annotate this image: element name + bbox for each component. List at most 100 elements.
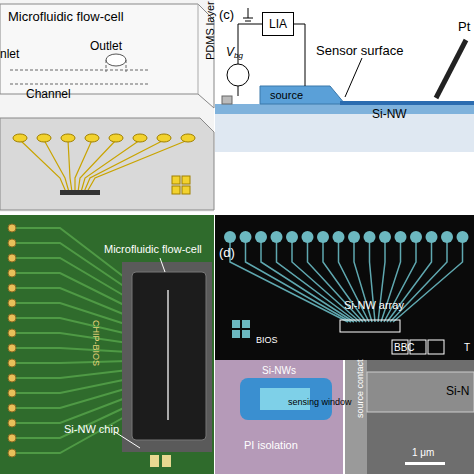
- alignment-mark: [232, 320, 240, 328]
- solder-pad: [8, 239, 16, 247]
- ground-symbol: [243, 8, 253, 21]
- contact-pad: [13, 134, 27, 142]
- part-label: Channel: [26, 88, 71, 100]
- nanowire-array: [60, 190, 100, 195]
- pcb-trace: [12, 348, 128, 352]
- logo-text: T: [464, 343, 470, 353]
- alignment-mark: [242, 320, 250, 328]
- electrode-trace: [81, 140, 140, 192]
- si-nw-layer: [340, 101, 474, 105]
- source-block: [260, 86, 345, 104]
- layout-pad: [255, 231, 267, 243]
- layout-pad: [240, 231, 252, 243]
- pcb-trace: [12, 379, 128, 393]
- contact-pad: [85, 134, 99, 142]
- solder-pad: [8, 269, 16, 277]
- contact-pad: [157, 134, 171, 142]
- part-label: Microfluidic flow-cell: [104, 244, 202, 255]
- part-label: Sensor surface: [316, 44, 403, 57]
- flow-cell-photo: [132, 272, 206, 440]
- instrument-label: LIA: [269, 17, 287, 31]
- pdms-block: [0, 4, 214, 108]
- chip-base: [0, 118, 214, 210]
- electrode-trace: [87, 140, 188, 192]
- part-label: source contact: [356, 359, 365, 418]
- sem-contact: [345, 360, 367, 474]
- part-label: Si-NW: [372, 108, 407, 120]
- solder-pad: [8, 314, 16, 322]
- panel-c-bg: [215, 0, 474, 212]
- part-label: nlet: [0, 48, 19, 60]
- alignment-mark: [172, 176, 180, 184]
- solder-pad: [8, 389, 16, 397]
- leader-line: [160, 258, 165, 272]
- layout-pad: [441, 231, 453, 243]
- panel-label: (d): [219, 246, 235, 259]
- scale-label: 1 μm: [412, 448, 434, 458]
- solder-pad: [8, 449, 16, 457]
- solder-pad: [8, 254, 16, 262]
- electrode-trace: [44, 140, 69, 192]
- part-label: Si-N: [446, 385, 469, 397]
- alignment-mark: [172, 186, 180, 194]
- pdms-edge: [198, 4, 199, 94]
- layout-pad: [286, 231, 298, 243]
- pcb-print: CHIP-BIOS: [91, 320, 100, 366]
- optical-inset: [215, 360, 343, 474]
- part-label: Si-NW array: [344, 300, 404, 311]
- layout-pad: [302, 231, 314, 243]
- backgate-contact: [222, 96, 232, 104]
- outlet-hole: [106, 54, 126, 66]
- signal-name: V: [226, 46, 234, 58]
- solder-pad: [8, 329, 16, 337]
- part-label: Pt: [458, 20, 470, 33]
- layout-pad: [364, 231, 376, 243]
- array-outline: [340, 320, 400, 332]
- leader-line: [345, 58, 362, 97]
- solder-pad: [8, 299, 16, 307]
- part-label: Microfluidic flow-cell: [8, 10, 124, 23]
- pcb-trace: [12, 406, 128, 438]
- solder-pad: [8, 344, 16, 352]
- alignment-mark: [182, 186, 190, 194]
- alignment-mark: [232, 330, 240, 338]
- layout-pad: [426, 231, 438, 243]
- contact-pad: [61, 134, 75, 142]
- chip-carrier: [122, 262, 212, 452]
- pcb-trace: [12, 318, 128, 334]
- layout-pad: [333, 231, 345, 243]
- pcb-trace: [12, 333, 128, 343]
- pcb-trace: [12, 273, 128, 307]
- panel-label: (c): [219, 8, 234, 21]
- part-label: Outlet: [90, 40, 122, 52]
- layout-pad: [271, 231, 283, 243]
- layout-pad: [410, 231, 422, 243]
- panel-a-bg: [0, 0, 214, 212]
- part-label: source: [270, 90, 303, 101]
- channel-dashed: [10, 60, 150, 84]
- layout-pad: [348, 231, 360, 243]
- channel-photo: [167, 290, 169, 420]
- pt-electrode: [436, 40, 466, 98]
- solder-pad: [8, 374, 16, 382]
- alignment-mark: [182, 176, 190, 184]
- oxide-layer: [215, 104, 474, 114]
- contact-pad: [37, 134, 51, 142]
- part-label: PDMS layer: [205, 1, 216, 60]
- pcb-pad: [150, 455, 159, 467]
- logo-text: BBC: [394, 343, 415, 353]
- pcb-trace: [12, 397, 128, 423]
- pcb-trace: [12, 303, 128, 325]
- contact-pad: [133, 134, 147, 142]
- layout-pad: [317, 231, 329, 243]
- signal-subscript: bg: [234, 52, 243, 60]
- sem-nanowire: [367, 372, 474, 412]
- logo-box: [428, 340, 444, 354]
- pcb-trace: [12, 361, 128, 363]
- pcb-trace: [12, 370, 128, 378]
- pcb-trace: [12, 415, 128, 453]
- layout-pad: [457, 231, 469, 243]
- electrode-trace: [68, 140, 72, 192]
- voltage-source: [227, 64, 249, 86]
